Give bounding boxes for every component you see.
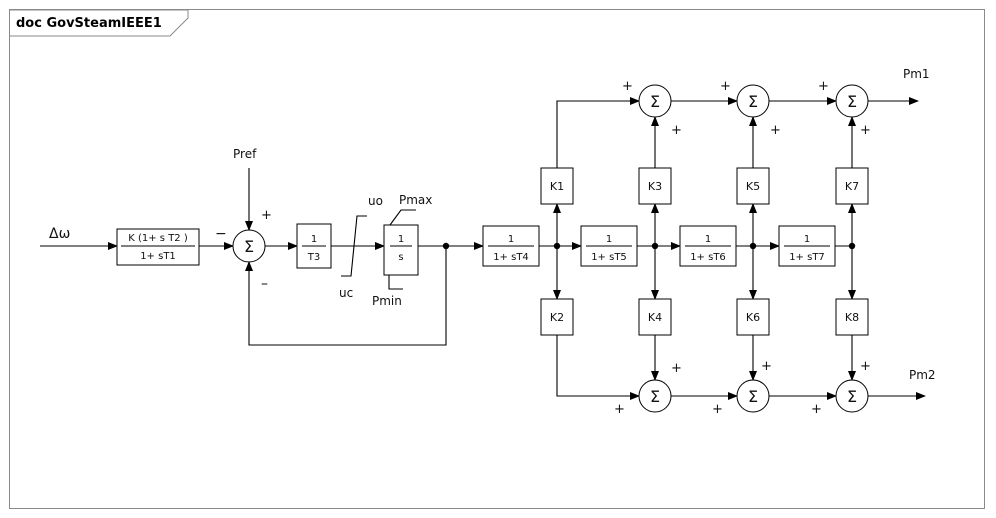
plus-sign: + (860, 123, 871, 138)
pm1-label: Pm1 (903, 67, 930, 81)
k5-label: K5 (746, 180, 760, 193)
sigma-symbol: Σ (244, 237, 254, 256)
feedback-path (245, 246, 447, 346)
input-delta-omega-label: Δω (49, 226, 70, 242)
k7-label: K7 (845, 180, 859, 193)
upper-summing-junction (835, 84, 869, 118)
k5-block (736, 167, 770, 205)
k2-to-lower-sum (556, 335, 640, 400)
plus-sign: + (720, 79, 731, 94)
uo-label: uo (368, 194, 383, 208)
plus-sign: + (614, 402, 625, 417)
lower-summing-junction (638, 379, 672, 413)
lead-lag-denominator: 1+ sT1 (140, 251, 176, 262)
pmin-label: Pmin (372, 294, 402, 308)
title-tab (10, 9, 189, 37)
t4-numerator: 1 (508, 234, 514, 245)
sigma-symbol: Σ (748, 92, 758, 111)
plus-sign: + (671, 361, 682, 376)
k3-block (638, 167, 672, 205)
lower-summing-junction (736, 379, 770, 413)
minus-sign: − (215, 226, 227, 242)
integrator-numerator: 1 (398, 234, 404, 245)
plus-sign: + (761, 359, 772, 374)
t5-numerator: 1 (606, 234, 612, 245)
k7-block (835, 167, 869, 205)
sigma-symbol: Σ (847, 387, 857, 406)
lower-summing-junction (835, 379, 869, 413)
pm2-label: Pm2 (909, 368, 936, 382)
upper-summing-junction (736, 84, 770, 118)
integrator-denominator: s (398, 252, 403, 263)
k8-block (835, 298, 869, 336)
t4-denominator: 1+ sT4 (493, 252, 529, 263)
plus-sign: + (261, 208, 272, 223)
plus-sign: + (671, 123, 682, 138)
t3-denominator: T3 (307, 252, 320, 263)
plus-sign: + (818, 79, 829, 94)
sigma-symbol: Σ (650, 92, 660, 111)
lead-lag-block (116, 228, 200, 266)
sigma-symbol: Σ (847, 92, 857, 111)
k2-label: K2 (550, 311, 564, 324)
integrator-block (383, 224, 419, 276)
k3-label: K3 (648, 180, 662, 193)
t7-denominator: 1+ sT7 (789, 252, 825, 263)
diagram-title: doc GovSteamIEEE1 (16, 16, 162, 31)
rate-limiter-icon (341, 215, 367, 277)
plus-sign: + (622, 79, 633, 94)
t6-numerator: 1 (705, 234, 711, 245)
k1-label: K1 (550, 180, 564, 193)
pref-label: Pref (233, 147, 257, 161)
plus-sign: + (770, 123, 781, 138)
k6-label: K6 (746, 311, 760, 324)
t5-denominator: 1+ sT5 (591, 252, 627, 263)
plus-sign: + (712, 402, 723, 417)
upper-summing-junction (638, 84, 672, 118)
t7-numerator: 1 (804, 234, 810, 245)
k4-label: K4 (648, 311, 662, 324)
k8-label: K8 (845, 311, 859, 324)
pmax-label: Pmax (399, 193, 432, 207)
uc-label: uc (339, 286, 353, 300)
t3-numerator: 1 (311, 234, 317, 245)
k1-block (540, 167, 574, 205)
k6-block (736, 298, 770, 336)
plus-sign: + (811, 402, 822, 417)
k4-block (638, 298, 672, 336)
pmin-limit-icon (388, 275, 403, 290)
k2-block (540, 298, 574, 336)
minus-sign: – (261, 276, 268, 292)
sigma-symbol: Σ (748, 387, 758, 406)
k1-to-upper-sum (556, 97, 640, 168)
plus-sign: + (860, 359, 871, 374)
sigma-symbol: Σ (650, 387, 660, 406)
pmax-limit-icon (389, 209, 416, 226)
lead-lag-numerator: K (1+ s T2 ) (128, 233, 188, 244)
t6-denominator: 1+ sT6 (690, 252, 726, 263)
